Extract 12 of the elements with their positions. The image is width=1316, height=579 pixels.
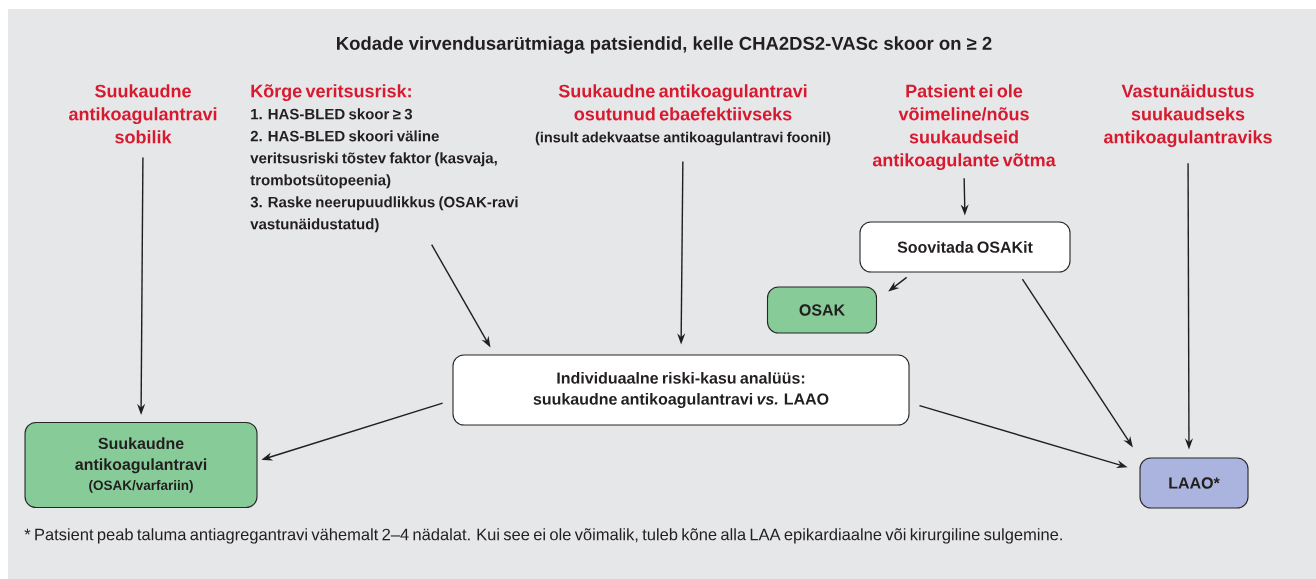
condition-text: Kõrge veritsusrisk: 1. HAS-BLED skoor ≥ 3 2. HAS-BLED skoori väline veritsusriski tõstev faktor (kasvaja, trombotsütopeenia) 3. Raske neerupuudlikkus (OSAK-ravi vastunäidustatud) [250, 84, 518, 233]
process-box: Soovitada OSAKit [859, 221, 1071, 273]
condition-text: Vastunäidustus suukaudseks antikoagulantraviks [1104, 84, 1272, 148]
condition-text: Suukaudne antikoagulantravi osutunud ebaefektiivseks (insult adekvaatse antikoagulantravi foonil) [535, 84, 831, 146]
process-box: Individuaalne riski-kasu analüüs: suukaudne antikoagulantravi vs. LAAO [452, 354, 910, 426]
condition-text: Suukaudne antikoagulantravi sobilik [69, 84, 217, 144]
condition-text: Patsient ei ole võimeline/nõus suukaudseid antikoagulante võtma [872, 84, 1056, 171]
outcome-box: OSAK [766, 286, 878, 334]
outcome-box: Suukaudne antikoagulantravi (OSAK/varfariin) [24, 421, 258, 509]
title: Kodade virvendusarütmiaga patsiendid, kelle CHA2DS2-VASc skoor on ≥ 2 [337, 36, 992, 54]
outcome-box: LAAO* [1139, 457, 1249, 509]
footnote: * Patsient peab taluma antiagregantravi vähemalt 2–4 nädalat. Kui see ei ole võimalik, tuleb kõne alla LAA epikardiaalne või kirurgiline sulgemine. [24, 528, 1062, 544]
